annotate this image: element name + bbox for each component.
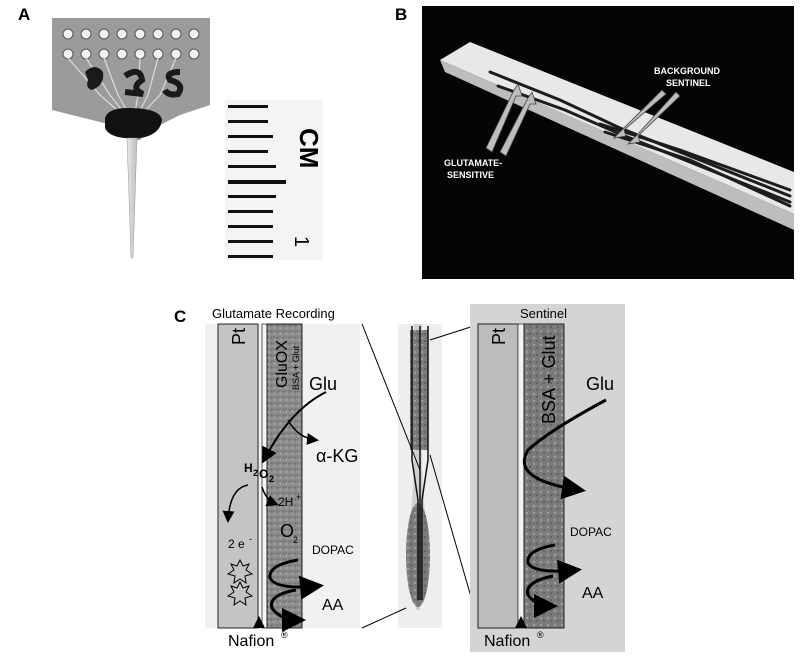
panel-b-letter: B [395,5,407,24]
svg-text:H: H [244,461,253,475]
dopac-label-right: DOPAC [570,525,612,539]
svg-text:2H: 2H [278,495,293,509]
h2o2-label: H 2 O 2 [244,461,274,484]
microelectrode-array-photo [52,18,210,259]
svg-text:-: - [249,534,252,544]
ruler-photo: CM 1 [225,100,324,260]
svg-text:®: ® [281,630,288,640]
left-title: Glutamate Recording [212,306,335,321]
glu-label: Glu [309,374,337,394]
dopac-label-left: DOPAC [312,543,354,557]
svg-text:Nafion: Nafion [484,633,530,650]
electron-burst-icons [226,558,254,607]
ruler-unit-label: CM [294,128,324,168]
sentinel-diagram: Sentinel Pt BSA + Glut Glu DOPAC AA Nafi… [470,304,625,652]
label-background: BACKGROUND [654,66,720,76]
panel-c-letter: C [174,307,186,326]
label-sentinel: SENTINEL [666,78,711,88]
svg-text:2: 2 [293,535,298,545]
pt-label-right: Pt [489,328,509,345]
sem-probe-photo: BACKGROUND SENTINEL GLUTAMATE- SENSITIVE [422,6,794,279]
svg-text:O: O [280,521,294,541]
2h-plus-label: 2H + [278,492,301,509]
o2-label: O 2 [280,521,298,545]
svg-text:2 e: 2 e [228,537,245,551]
label-glutamate: GLUTAMATE- [444,158,502,168]
electrons-label: 2 e - [228,534,252,551]
glutamate-recording-diagram: Glutamate Recording Pt GluOX BSA + Glut … [205,306,360,650]
ruler-mark-label: 1 [290,236,312,247]
right-title: Sentinel [520,306,567,321]
label-sensitive: SENSITIVE [447,170,494,180]
svg-text:2: 2 [253,468,258,478]
glu-label-right: Glu [586,374,614,394]
nafion-label-right: Nafion ® [484,630,544,650]
bsa-glut-label: BSA + Glut [539,335,559,424]
svg-text:2: 2 [269,474,274,484]
svg-text:O: O [259,467,268,481]
akg-label: α-KG [316,446,358,466]
svg-text:Nafion: Nafion [228,633,274,650]
bsa-glut-small-label: BSA + Glut [291,345,301,390]
probe-sketch [361,323,481,629]
nafion-label-left: Nafion ® [228,630,288,650]
gluox-label: GluOX [274,340,291,388]
aa-label-right: AA [582,585,604,602]
panel-a-letter: A [18,5,30,24]
aa-label-left: AA [322,597,344,614]
svg-text:®: ® [537,630,544,640]
pt-label: Pt [229,328,249,345]
svg-text:+: + [296,492,301,502]
